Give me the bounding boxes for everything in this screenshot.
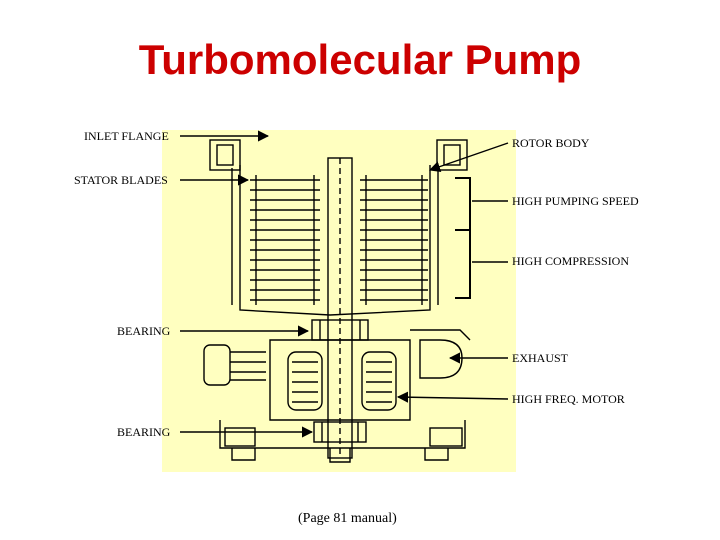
inlet-flange-right bbox=[436, 139, 468, 171]
stator-blades-left bbox=[250, 175, 320, 305]
label-stator-blades: STATOR BLADES bbox=[74, 173, 168, 187]
compression-brace bbox=[455, 229, 471, 299]
page-title: Turbomolecular Pump bbox=[138, 36, 582, 83]
label-high-pumping-speed: HIGH PUMPING SPEED bbox=[512, 194, 639, 208]
caption: (Page 81 manual) bbox=[298, 511, 397, 526]
label-bearing-lower: BEARING bbox=[117, 425, 171, 439]
pointer-lines bbox=[180, 130, 509, 438]
electrical-connector bbox=[203, 344, 231, 386]
motor-coil-right bbox=[361, 351, 397, 411]
inlet-flange-left bbox=[209, 139, 241, 171]
label-exhaust: EXHAUST bbox=[512, 351, 568, 365]
label-bearing-upper: BEARING bbox=[117, 324, 171, 338]
label-high-compression: HIGH COMPRESSION bbox=[512, 254, 630, 268]
base-plate bbox=[219, 420, 466, 449]
stator-blades-right bbox=[360, 175, 428, 305]
label-inlet-flange: INLET FLANGE bbox=[84, 129, 169, 143]
motor-coil-left bbox=[287, 351, 323, 411]
lower-bearing bbox=[313, 421, 367, 443]
pump-housing bbox=[239, 165, 431, 316]
motor-housing bbox=[269, 339, 411, 421]
label-rotor-body: ROTOR BODY bbox=[512, 136, 590, 150]
diagram-panel bbox=[162, 130, 516, 472]
label-high-freq-motor: HIGH FREQ. MOTOR bbox=[512, 392, 625, 406]
